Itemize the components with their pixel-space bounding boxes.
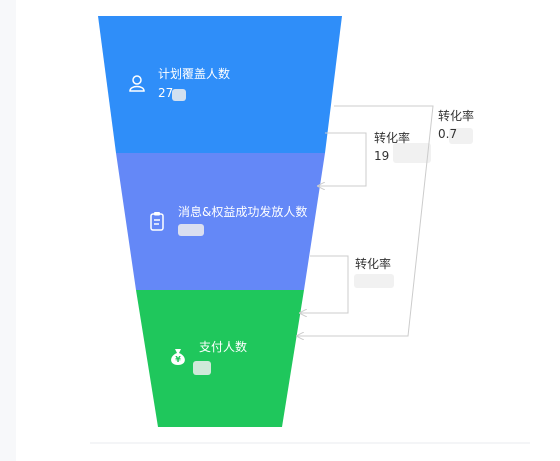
clipboard-icon	[150, 212, 164, 231]
funnel-stage-label: 支付人数	[199, 339, 247, 354]
funnel-stage-shape	[116, 153, 325, 290]
conversion-rate-value: 19	[374, 149, 389, 163]
funnel-stage-value: 27	[158, 86, 173, 100]
funnel-stage: 计划覆盖人数 27	[98, 16, 342, 153]
funnel-stage-label: 消息&权益成功发放人数	[178, 204, 307, 219]
svg-text:¥: ¥	[175, 355, 181, 364]
left-panel-background	[0, 0, 16, 461]
funnel-stages: 计划覆盖人数 27 消息&权益成功发放人数 ¥ 支付人数	[98, 16, 473, 427]
conversion-connector	[300, 255, 349, 313]
conversion-connector	[318, 132, 367, 186]
money-bag-icon: ¥	[171, 349, 185, 365]
redaction-block	[449, 128, 473, 144]
user-icon	[129, 75, 145, 92]
redaction-block	[172, 89, 186, 101]
funnel-stage-shape	[98, 16, 342, 153]
conversion-rate-value: 0.7	[438, 127, 457, 141]
redaction-block	[193, 361, 211, 375]
conversion-connectors	[297, 105, 434, 336]
redacted-values	[172, 89, 473, 375]
redaction-block	[178, 224, 204, 236]
redaction-block	[354, 274, 394, 288]
conversion-rate-label: 转化率	[355, 256, 391, 271]
redaction-block	[393, 143, 431, 163]
funnel-stage-shape	[136, 290, 304, 427]
conversion-rate-label: 转化率	[438, 108, 474, 123]
funnel-stage: 消息&权益成功发放人数	[116, 153, 325, 290]
funnel-stage: ¥ 支付人数	[136, 290, 304, 427]
conversion-connector	[297, 105, 434, 336]
conversion-rate-label: 转化率	[374, 130, 410, 145]
funnel-stage-label: 计划覆盖人数	[158, 66, 230, 81]
